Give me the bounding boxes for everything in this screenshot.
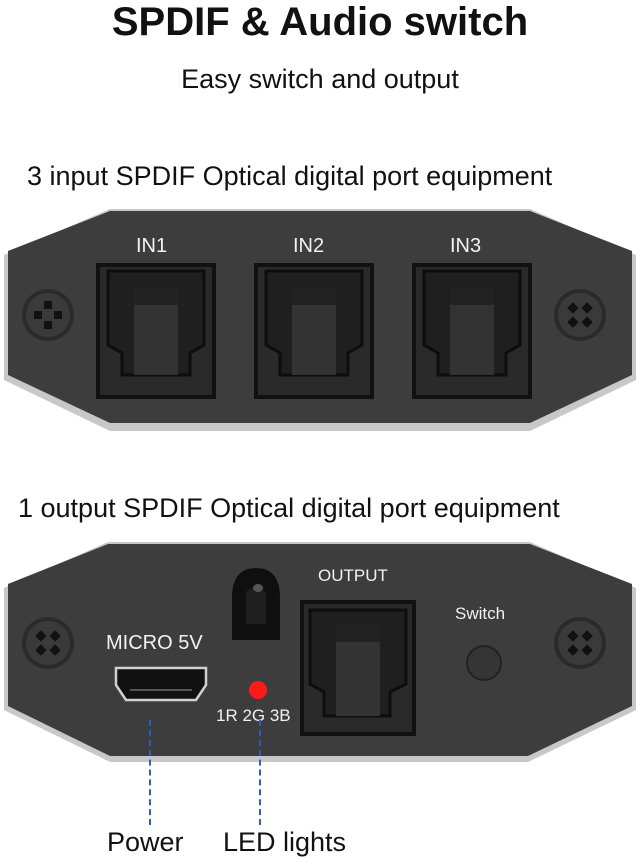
- input-panel-caption: 3 input SPDIF Optical digital port equip…: [27, 161, 553, 191]
- port-label-in1: IN1: [136, 235, 168, 257]
- page-subtitle: Easy switch and output: [181, 64, 459, 94]
- port-label-in3: IN3: [450, 235, 482, 257]
- port-label-in2: IN2: [293, 235, 325, 257]
- micro-5v-label: MICRO 5V: [106, 632, 203, 654]
- optical-port-output: [300, 600, 416, 736]
- optical-port-in2: [254, 263, 374, 399]
- switch-button[interactable]: [466, 645, 502, 681]
- led-callout-line: [259, 720, 261, 825]
- screw-icon: [22, 617, 74, 669]
- led-indicator: [249, 681, 267, 699]
- power-callout-label: Power: [107, 827, 184, 857]
- output-port-label: OUTPUT: [318, 566, 388, 585]
- optical-port-in1: [96, 263, 216, 399]
- screw-icon: [22, 289, 74, 341]
- led-callout-label: LED lights: [223, 827, 347, 857]
- switch-button-shape: [466, 645, 502, 681]
- optical-port-in3: [412, 263, 532, 399]
- screw-icon: [554, 289, 606, 341]
- output-panel-caption: 1 output SPDIF Optical digital port equi…: [18, 493, 560, 523]
- led-legend: 1R 2G 3B: [216, 706, 291, 725]
- page-title: SPDIF & Audio switch: [111, 0, 529, 44]
- output-panel-body: [4, 542, 636, 762]
- output-port-hotspot[interactable]: [300, 600, 416, 736]
- input-panel: IN1 IN2 IN3: [0, 205, 640, 435]
- power-callout-line: [149, 720, 151, 825]
- ir-receiver: [232, 568, 280, 640]
- switch-label: Switch: [455, 604, 506, 623]
- input-panel-body: [4, 209, 636, 431]
- micro-usb-port: [114, 666, 208, 702]
- output-panel: MICRO 5V OUTPUT Switch 1R 2G 3B: [0, 540, 640, 765]
- screw-icon: [554, 617, 606, 669]
- micro-usb-port-hotspot[interactable]: [116, 668, 206, 700]
